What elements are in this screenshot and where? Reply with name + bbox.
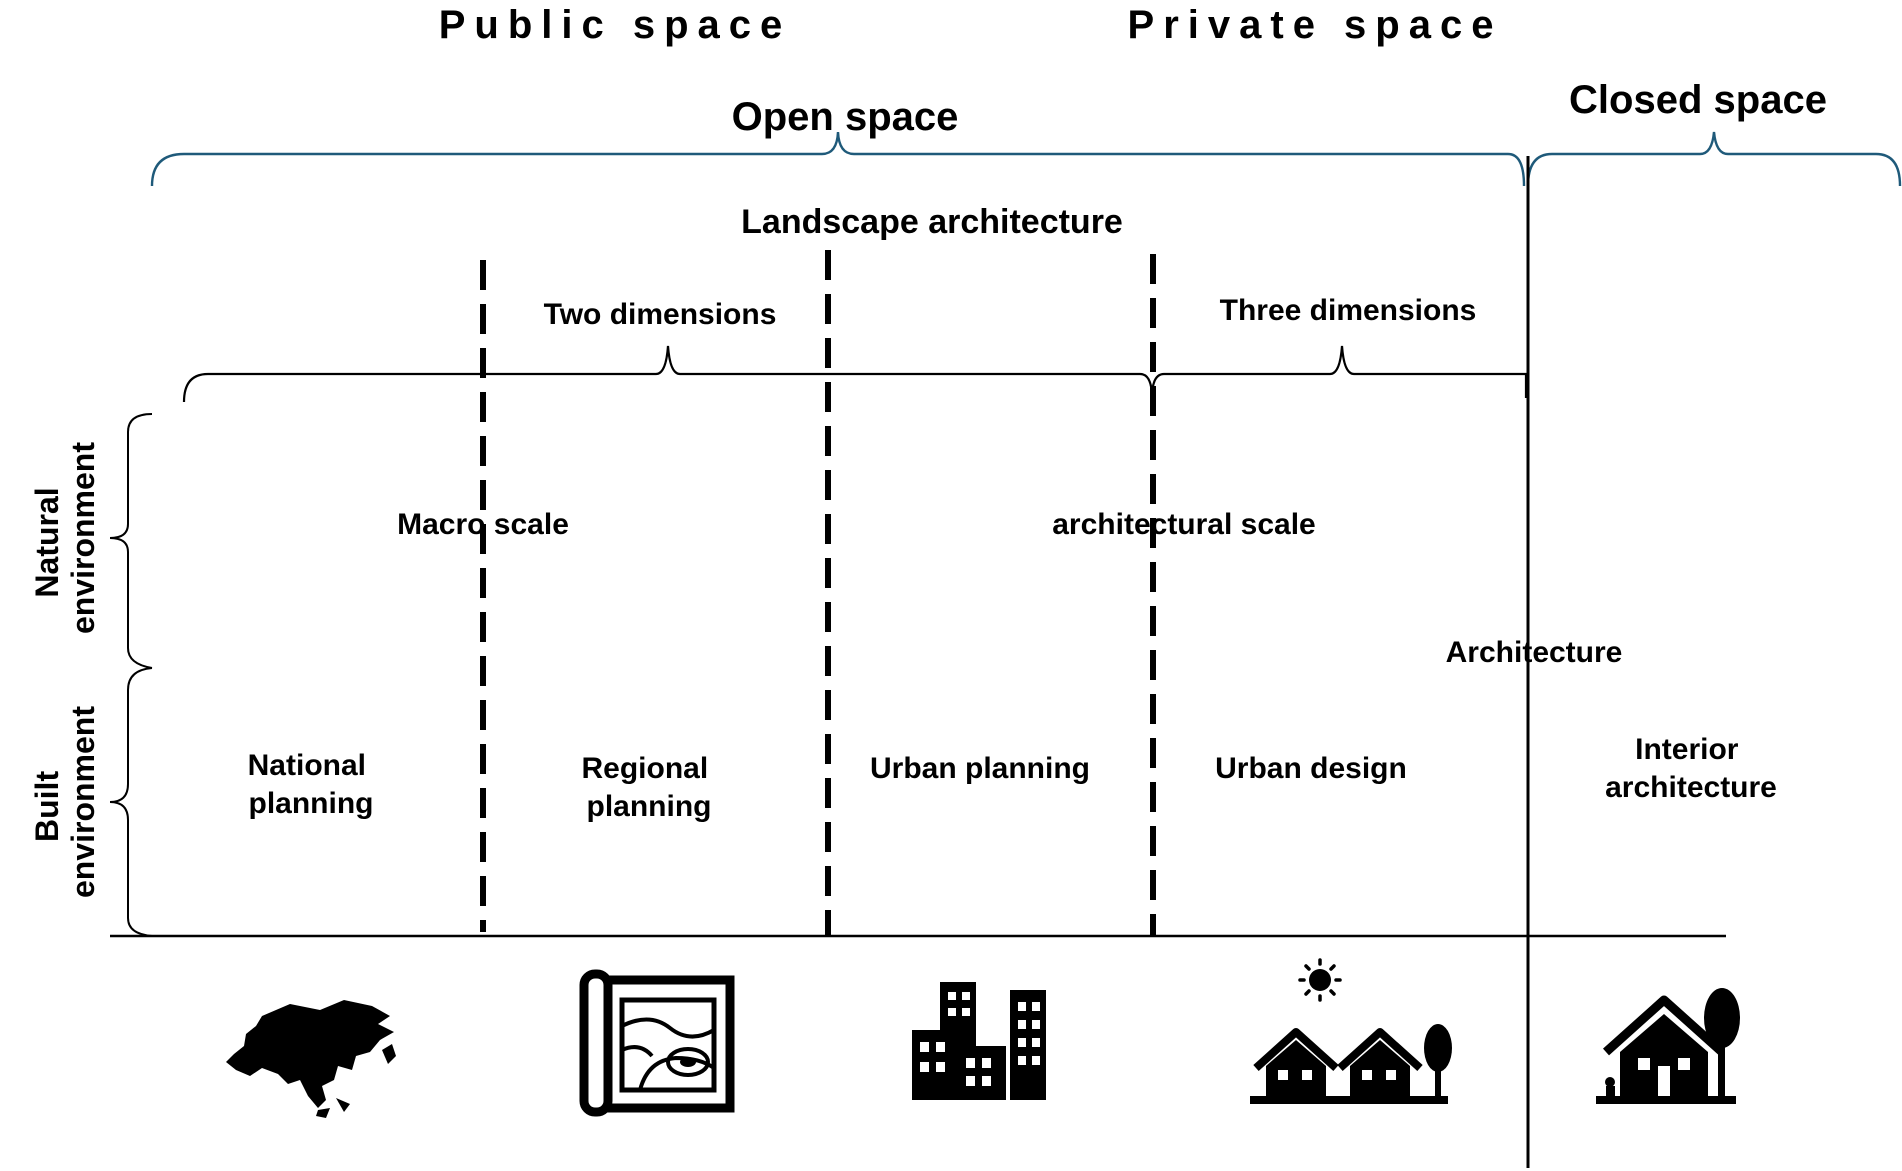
architecture-label: Architecture — [1446, 636, 1623, 669]
built-environment-label: Built environment — [29, 706, 101, 898]
regional-planning-label: Regional planning — [581, 752, 716, 823]
landscape-architecture-label: Landscape architecture — [741, 203, 1123, 241]
svg-text:Built environment: Built environment — [29, 706, 101, 898]
open-space-label: Open space — [732, 95, 959, 139]
svg-text:Natural environment: Natural environment — [29, 442, 101, 634]
built-environment-brace — [109, 667, 153, 937]
architectural-scale-label: architectural scale — [1052, 508, 1315, 541]
natural-environment-label: Natural environment — [29, 442, 101, 634]
urban-planning-label: Urban planning — [870, 752, 1090, 785]
three-dimensions-brace — [1150, 345, 1528, 399]
national-planning-label: National planning — [248, 749, 375, 820]
blueprint-map-icon — [579, 969, 735, 1117]
closed-space-label: Closed space — [1569, 78, 1827, 122]
closed-space-brace — [1526, 131, 1902, 187]
macro-scale-label: Macro scale — [397, 508, 569, 541]
urban-design-label: Urban design — [1215, 752, 1407, 785]
asia-map-icon — [226, 1000, 396, 1118]
two-dimensions-brace — [182, 345, 1154, 403]
city-buildings-icon — [912, 982, 1046, 1100]
open-space-brace — [150, 131, 1526, 187]
interior-architecture-label: Interior architecture — [1605, 733, 1777, 804]
public-space-heading: Public space — [439, 3, 792, 47]
three-dimensions-label: Three dimensions — [1220, 294, 1477, 327]
private-space-heading: Private space — [1128, 3, 1503, 47]
natural-environment-brace — [109, 413, 153, 669]
houses-with-sun-icon — [1250, 958, 1452, 1104]
two-dimensions-label: Two dimensions — [544, 298, 777, 331]
house-with-tree-icon — [1596, 988, 1740, 1104]
